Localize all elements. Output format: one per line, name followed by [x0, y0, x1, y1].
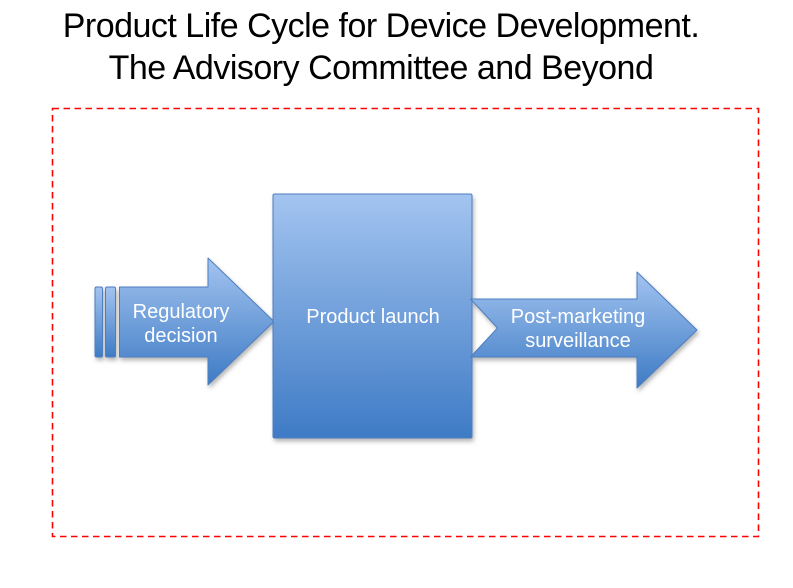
- product-launch-rectangle-shape: [272, 193, 473, 439]
- striped-arrow-stripe-2: [105, 286, 116, 358]
- striped-arrow-stripe-1: [94, 286, 103, 358]
- slide-title: Product Life Cycle for Device Developmen…: [0, 5, 762, 89]
- regulatory-decision-label-line2: decision: [144, 325, 218, 347]
- post-marketing-surveillance-label: Post-marketing surveillance: [478, 305, 678, 353]
- slide-title-line2: The Advisory Committee and Beyond: [108, 49, 654, 87]
- slide-title-line1: Product Life Cycle for Device Developmen…: [62, 7, 700, 45]
- product-launch-label: Product launch: [283, 305, 463, 329]
- post-marketing-label-line1: Post-marketing: [510, 306, 646, 328]
- notched-right-arrow-shape: [470, 271, 698, 389]
- striped-right-arrow-shape: [119, 257, 275, 386]
- regulatory-decision-label-line1: Regulatory: [132, 301, 230, 323]
- slide-dashed-border: [51, 107, 760, 538]
- post-marketing-label-line2: surveillance: [525, 330, 631, 352]
- regulatory-decision-label: Regulatory decision: [101, 300, 261, 348]
- product-launch-label-line1: Product launch: [306, 306, 440, 328]
